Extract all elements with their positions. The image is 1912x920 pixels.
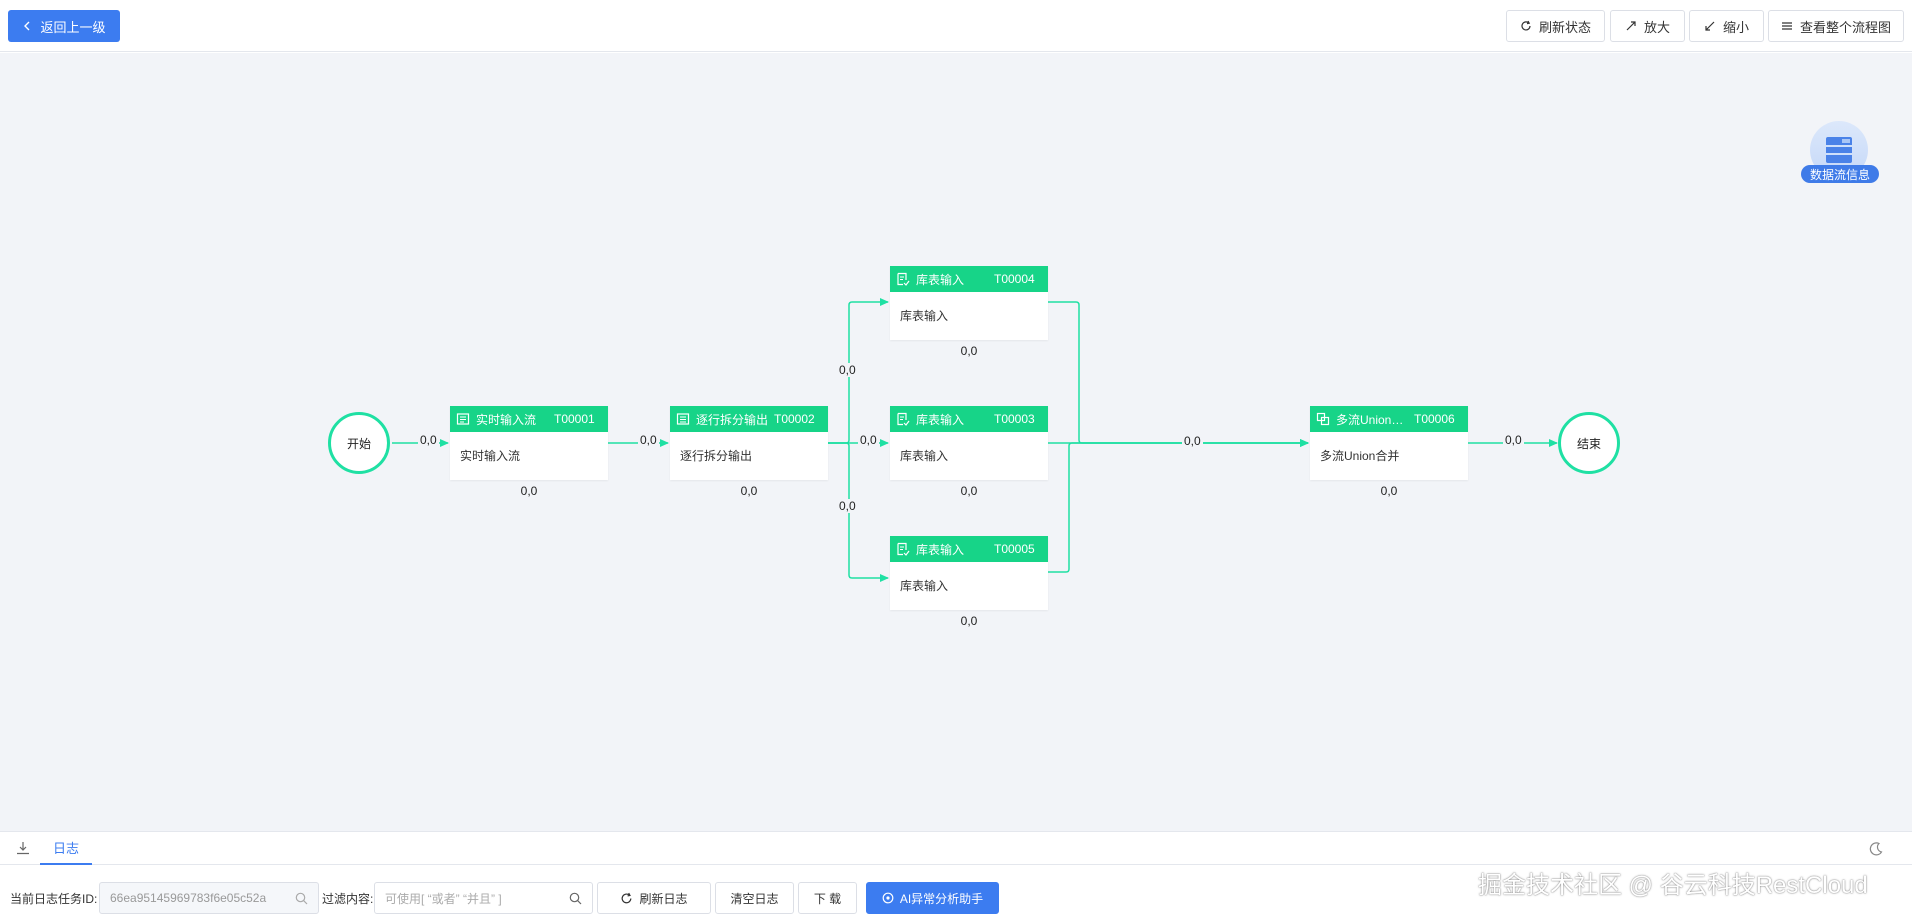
filter-label: 过滤内容: [322, 892, 374, 906]
zoom-in-button[interactable]: 放大 [1610, 10, 1685, 42]
search-icon [295, 892, 308, 905]
log-panel: 日志 当前日志任务ID: 66ea95145969783f6e05c52a 过滤… [0, 831, 1912, 920]
refresh-status-button[interactable]: 刷新状态 [1506, 10, 1605, 42]
list-icon [1781, 22, 1792, 30]
task-node-code: T00001 [554, 412, 595, 426]
edge-label: 0,0 [837, 363, 858, 377]
log-tabs: 日志 [0, 832, 1912, 865]
search-icon[interactable] [569, 892, 582, 905]
zoom-in-label: 放大 [1643, 19, 1670, 35]
refresh-status-label: 刷新状态 [1538, 19, 1591, 35]
task-node-body: 库表输入 [900, 309, 949, 323]
edge-t00005-t00006 [1048, 439, 1309, 573]
back-button[interactable]: 返回上一级 [8, 10, 120, 42]
task-id-label: 当前日志任务ID: [10, 892, 98, 906]
task-node-code: T00004 [994, 272, 1035, 286]
clear-log-button[interactable]: 清空日志 [715, 882, 794, 914]
task-node-code: T00005 [994, 542, 1035, 556]
ai-icon [882, 892, 894, 904]
view-all-button[interactable]: 查看整个流程图 [1768, 10, 1904, 42]
task-id-input[interactable]: 66ea95145969783f6e05c52a [99, 882, 319, 914]
task-node-header: 实时输入流 T00001 [450, 406, 608, 432]
edge-label: 0,0 [837, 499, 858, 513]
shrink-icon [1705, 21, 1715, 31]
data-flow-info-widget[interactable]: 数据流信息 [1800, 121, 1880, 193]
task-node-body: 库表输入 [900, 579, 949, 593]
end-node[interactable]: 结束 [1558, 412, 1620, 474]
download-icon[interactable] [16, 841, 30, 855]
filter-input[interactable]: 可使用[ “或者” “并且” ] [374, 882, 593, 914]
tab-log[interactable]: 日志 [40, 832, 92, 865]
edge-label: 0,0 [638, 433, 659, 447]
refresh-log-button[interactable]: 刷新日志 [597, 882, 711, 914]
start-node-label: 开始 [346, 436, 371, 451]
task-node-counter: 0,0 [960, 614, 978, 628]
task-node-code: T00002 [774, 412, 815, 426]
zoom-out-label: 缩小 [1722, 19, 1749, 35]
table-input-icon [897, 272, 910, 286]
task-node-name: 库表输入 [916, 412, 965, 427]
task-node-counter: 0,0 [740, 484, 758, 498]
task-node-header: 逐行拆分输出 T00002 [670, 406, 828, 432]
download-log-label: 下 载 [813, 891, 842, 906]
edge-label: 0,0 [1503, 433, 1524, 447]
stream-input-icon [456, 413, 470, 425]
expand-icon [1626, 21, 1636, 31]
refresh-icon [1521, 20, 1531, 31]
task-node-body: 逐行拆分输出 [680, 449, 753, 463]
download-log-button[interactable]: 下 载 [798, 882, 857, 914]
task-node-name: 库表输入 [916, 542, 965, 557]
edge-label: 0,0 [1182, 434, 1203, 448]
moon-icon[interactable] [1868, 841, 1884, 857]
task-node-t00006[interactable]: 多流Union合并 T00006 多流Union合并 [1310, 406, 1468, 480]
filter-placeholder: 可使用[ “或者” “并且” ] [385, 891, 502, 906]
split-icon [676, 413, 690, 425]
start-node[interactable]: 开始 [328, 412, 390, 474]
task-node-name: 库表输入 [916, 272, 965, 287]
edge-t00004-t00006 [1048, 301, 1309, 447]
end-node-label: 结束 [1576, 436, 1601, 451]
watermark: 掘金技术社区 @ 谷云科技RestCloud [1478, 872, 1868, 899]
task-node-header: 库表输入 T00005 [890, 536, 1048, 562]
union-icon [1316, 412, 1330, 426]
task-node-code: T00006 [1414, 412, 1455, 426]
task-node-header: 多流Union合并 T00006 [1310, 406, 1468, 432]
task-node-counter: 0,0 [1380, 484, 1398, 498]
tab-log-label: 日志 [52, 841, 79, 856]
data-flow-info-label: 数据流信息 [1801, 165, 1879, 183]
task-node-header: 库表输入 T00003 [890, 406, 1048, 432]
table-input-icon [897, 542, 910, 556]
task-node-name: 多流Union合并 [1336, 412, 1412, 427]
task-node-body: 库表输入 [900, 449, 949, 463]
task-node-t00003[interactable]: 库表输入 T00003 库表输入 [890, 406, 1048, 480]
task-node-name: 逐行拆分输出 [696, 412, 769, 427]
task-node-t00005[interactable]: 库表输入 T00005 库表输入 [890, 536, 1048, 610]
task-node-body: 实时输入流 [460, 449, 521, 463]
refresh-icon [622, 892, 632, 903]
task-node-name: 实时输入流 [476, 412, 537, 427]
task-id-value: 66ea95145969783f6e05c52a [110, 891, 267, 905]
clear-log-label: 清空日志 [730, 891, 779, 906]
ai-analysis-label: AI异常分析助手 [899, 891, 984, 906]
chevron-left-icon [24, 21, 30, 31]
task-node-t00001[interactable]: 实时输入流 T00001 实时输入流 [450, 406, 608, 480]
task-node-body: 多流Union合并 [1320, 449, 1400, 463]
task-node-counter: 0,0 [960, 344, 978, 358]
refresh-log-label: 刷新日志 [639, 891, 688, 906]
edge-label: 0,0 [858, 433, 879, 447]
task-node-header: 库表输入 T00004 [890, 266, 1048, 292]
task-node-t00004[interactable]: 库表输入 T00004 库表输入 [890, 266, 1048, 340]
back-button-label: 返回上一级 [40, 19, 106, 35]
top-toolbar: 返回上一级 刷新状态 放大 缩小 查看整个流程图 [0, 0, 1912, 52]
task-node-code: T00003 [994, 412, 1035, 426]
flow-canvas[interactable]: 开始 结束 实时输入流 T00001 实时输入流 0,0 逐行拆分输出 T000… [0, 53, 1912, 831]
task-node-counter: 0,0 [520, 484, 538, 498]
ai-analysis-button[interactable]: AI异常分析助手 [866, 882, 999, 914]
table-input-icon [897, 412, 910, 426]
zoom-out-button[interactable]: 缩小 [1689, 10, 1764, 42]
view-all-label: 查看整个流程图 [1799, 19, 1891, 35]
edge-label: 0,0 [418, 433, 439, 447]
task-node-counter: 0,0 [960, 484, 978, 498]
task-node-t00002[interactable]: 逐行拆分输出 T00002 逐行拆分输出 [670, 406, 828, 480]
